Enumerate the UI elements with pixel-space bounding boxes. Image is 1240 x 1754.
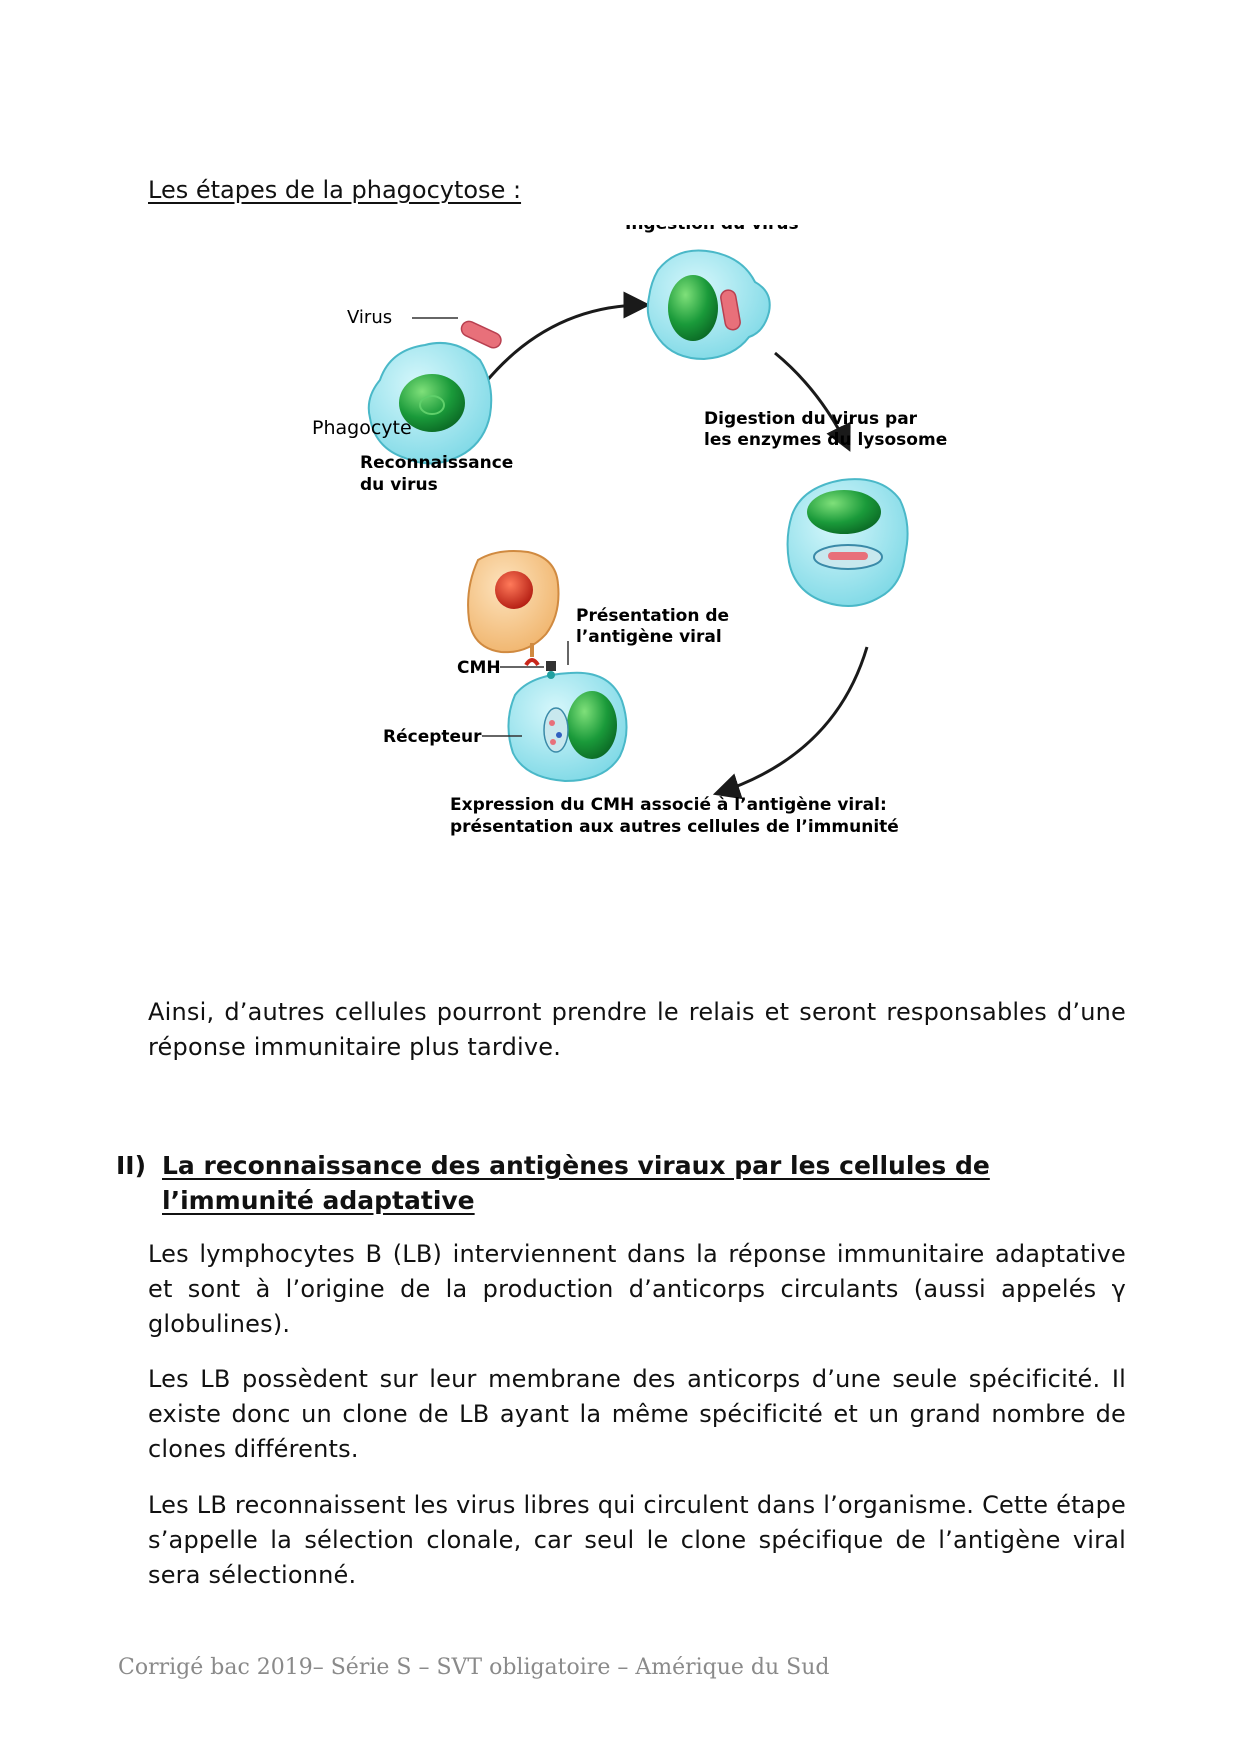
paragraph-specificity: Les LB possèdent sur leur membrane des a… [148, 1365, 1126, 1463]
arrow-digestion-to-presentation [712, 646, 869, 800]
cmh-marker [546, 661, 556, 671]
digested-virus [828, 552, 868, 560]
section-title: La reconnaissance des antigènes viraux p… [162, 1151, 990, 1215]
phagocyte-presentation-cell [507, 661, 628, 783]
label-reconnaissance-1: Reconnaissance [360, 453, 513, 473]
lymphocyte-cell [467, 550, 560, 667]
phagocyte-digestion-cell [786, 478, 909, 607]
label-ingestion: Ingestion du virus [625, 225, 799, 234]
paragraph-lymphocytes: Les lymphocytes B (LB) interviennent dan… [148, 1240, 1126, 1338]
page-footer: Corrigé bac 2019– Série S – SVT obligato… [118, 1655, 830, 1680]
arrow-recognition-to-ingestion [483, 291, 651, 384]
antigen-vesicle [543, 707, 569, 753]
section-number: II) [116, 1151, 147, 1180]
phagocytose-caption: Les étapes de la phagocytose : [148, 176, 522, 204]
label-presentation-1: Présentation de [576, 606, 729, 626]
label-cmh: CMH [457, 658, 501, 678]
ingested-virus [720, 289, 741, 331]
receptor-lymphocyte [524, 658, 540, 667]
label-digestion-1: Digestion du virus par [704, 409, 918, 429]
phagocyte-ingestion-cell [646, 249, 771, 361]
paragraph-clonal-selection: Les LB reconnaissent les virus libres qu… [148, 1491, 1126, 1589]
label-digestion-2: les enzymes du lysosome [704, 430, 947, 450]
paragraph-relay: Ainsi, d’autres cellules pourront prendr… [148, 998, 1126, 1061]
label-presentation-2: l’antigène viral [576, 627, 722, 647]
label-expression-1: Expression du CMH associé à l’antigène v… [450, 795, 887, 815]
label-virus: Virus [347, 307, 392, 328]
arrow-ingestion-to-digestion [774, 351, 851, 452]
phagocytosis-diagram: Virus Phagocyte Reconnaissance du virus … [312, 225, 947, 837]
virus-particle [460, 320, 502, 349]
phagocyte-recognition-cell [367, 320, 502, 465]
label-expression-2: présentation aux autres cellules de l’im… [450, 817, 899, 837]
label-reconnaissance-2: du virus [360, 475, 438, 495]
label-recepteur: Récepteur [383, 727, 482, 747]
label-phagocyte: Phagocyte [312, 417, 412, 439]
